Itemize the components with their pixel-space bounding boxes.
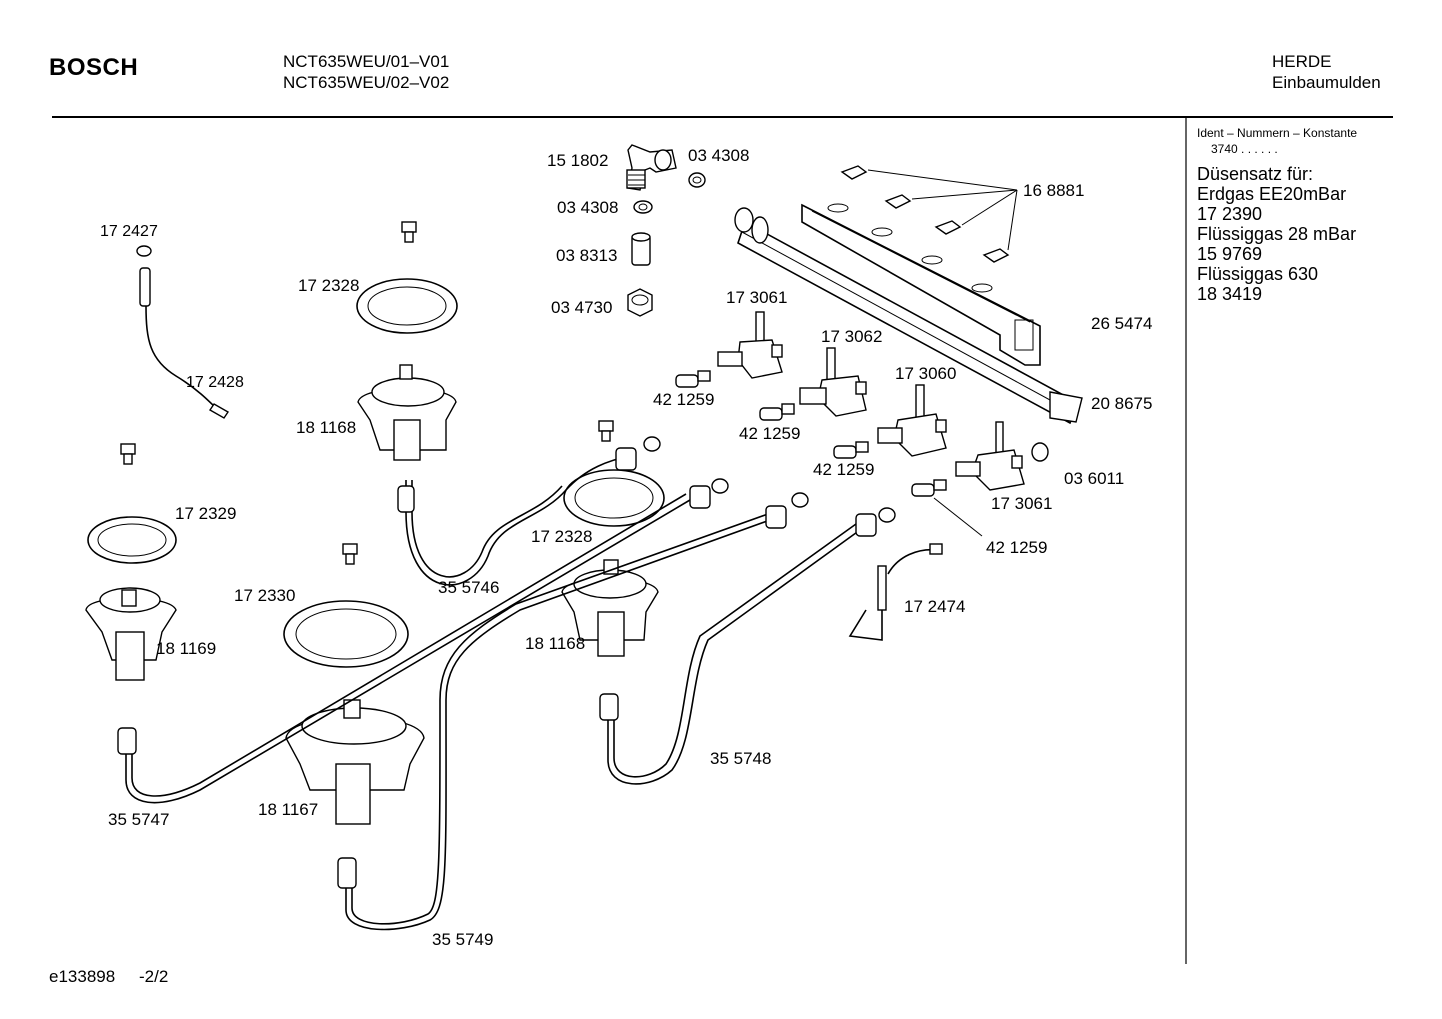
part-label: 17 2329 (175, 504, 237, 523)
part-label: 42 1259 (986, 538, 1048, 557)
part-label: 03 8313 (556, 246, 618, 265)
part-label: 18 1168 (296, 418, 357, 437)
nozzle-line-5: Flüssiggas 630 (1197, 264, 1319, 284)
part-label: 35 5749 (432, 930, 494, 949)
part-label: 16 8881 (1023, 181, 1085, 200)
elbow-fitting (626, 144, 677, 191)
hex-nut (627, 288, 653, 317)
burner-body-top (357, 364, 457, 461)
part-label: 17 2428 (186, 374, 244, 391)
nozzle-line-3: Flüssiggas 28 mBar (1197, 224, 1357, 244)
gas-pipe-3 (599, 507, 896, 785)
seal-ring-top (356, 278, 458, 334)
pipe-adapter (631, 232, 651, 266)
part-label: 42 1259 (739, 424, 801, 443)
part-label: 03 6011 (1064, 469, 1125, 488)
screw-4 (342, 543, 358, 565)
nozzle-line-6: 18 3419 (1197, 284, 1263, 304)
category-title: HERDE (1272, 52, 1332, 71)
part-label: 15 1802 (547, 151, 609, 170)
drawing-id: e133898 (49, 967, 116, 986)
seal-ring-left (87, 516, 177, 564)
gas-pipe-2 (117, 478, 729, 804)
part-label: 03 4730 (551, 298, 613, 317)
thermocouple (848, 543, 943, 641)
gas-tap-3 (877, 384, 947, 457)
burner-body-left (85, 587, 177, 681)
part-label: 17 3062 (821, 327, 883, 346)
injector-2 (759, 403, 795, 421)
nozzle-line-4: 15 9769 (1197, 244, 1263, 264)
model-number-1: NCT635WEU/01–V01 (283, 52, 450, 71)
burner-body-large (285, 699, 425, 825)
seal-ring-large (283, 600, 409, 668)
part-label: 17 2427 (100, 223, 158, 240)
model-number-2: NCT635WEU/02–V02 (283, 73, 450, 92)
part-label: 18 1167 (258, 800, 319, 819)
screw-3 (598, 420, 614, 442)
part-label: 17 2328 (531, 527, 593, 546)
screw-1 (401, 221, 417, 243)
part-label: 42 1259 (653, 390, 715, 409)
injector-3 (833, 441, 869, 459)
brand-logo: BOSCH (49, 54, 139, 81)
part-label: 35 5746 (438, 578, 500, 597)
part-label: 03 4308 (688, 146, 750, 165)
gas-tap-1 (717, 311, 783, 379)
part-label: 17 3060 (895, 364, 957, 383)
gas-manifold (734, 207, 1083, 425)
page-indicator: -2/2 (139, 967, 169, 986)
clip-set (840, 165, 1018, 263)
nozzle-line-2: 17 2390 (1197, 204, 1263, 224)
gas-tap-4 (955, 421, 1025, 491)
injector-4 (911, 479, 947, 497)
gas-tap-2 (799, 347, 867, 417)
gas-pipe-4 (337, 492, 809, 931)
seal-ring-center (563, 469, 665, 527)
part-label: 17 3061 (991, 494, 1053, 513)
ignition-electrode (139, 267, 229, 419)
ident-title: Ident – Nummern – Konstante (1197, 126, 1358, 140)
injector-1 (675, 370, 711, 388)
part-label: 20 8675 (1091, 394, 1153, 413)
ident-value: 3740 . . . . . . (1211, 142, 1278, 156)
subcategory-title: Einbaumulden (1272, 73, 1381, 92)
part-label: 17 2330 (234, 586, 296, 605)
part-label: 17 2474 (904, 597, 966, 616)
part-label: 17 3061 (726, 288, 788, 307)
part-label: 03 4308 (557, 198, 619, 217)
part-label: 35 5747 (108, 810, 170, 829)
part-label: 26 5474 (1091, 314, 1153, 333)
nozzle-line-1: Erdgas EE20mBar (1197, 184, 1347, 204)
screw-2 (120, 443, 136, 465)
part-label: 17 2328 (298, 276, 360, 295)
gas-pipe-1 (397, 436, 661, 586)
part-label: 35 5748 (710, 749, 772, 768)
part-label: 18 1169 (156, 639, 217, 658)
part-label: 42 1259 (813, 460, 875, 479)
nozzle-set-title: Düsensatz für: (1197, 164, 1314, 184)
burner-tap-bracket (801, 203, 1041, 366)
part-label: 18 1168 (525, 634, 586, 653)
